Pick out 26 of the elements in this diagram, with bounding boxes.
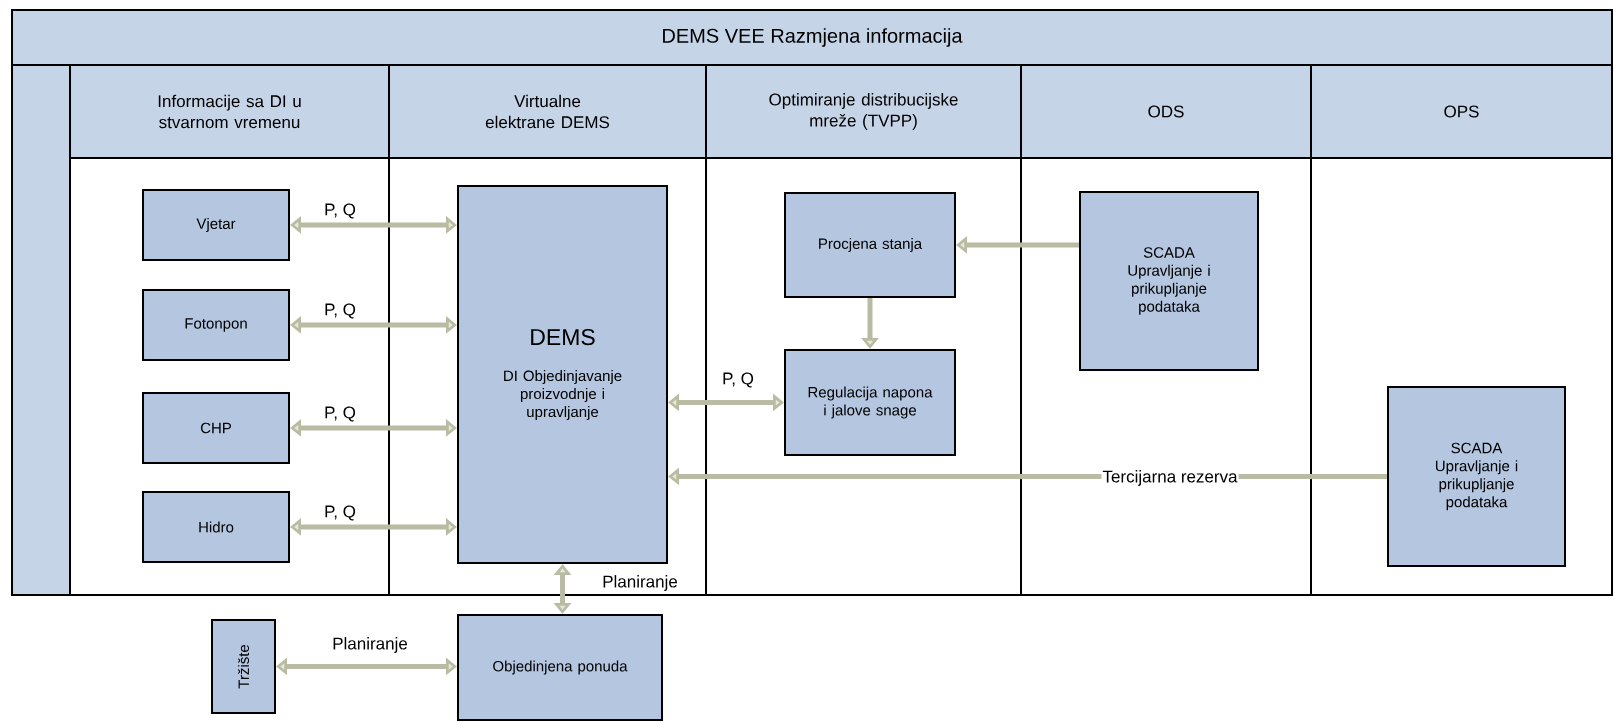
process-box: Regulacija napona i jalove snage — [784, 349, 956, 456]
edge-label: P, Q — [323, 504, 357, 522]
process-box: Tržište — [211, 619, 276, 714]
edge-label: P, Q — [323, 302, 357, 320]
process-box: Vjetar — [142, 189, 290, 261]
edge-label: Tercijarna rezerva — [1101, 469, 1239, 487]
arrow — [276, 657, 457, 676]
process-box: Hidro — [142, 491, 290, 563]
edge-label: Planiranje — [601, 574, 679, 592]
process-box: SCADA Upravljanje i prikupljanje podataka — [1387, 386, 1566, 567]
arrow — [290, 419, 457, 437]
edge-label: Planiranje — [331, 636, 409, 654]
process-box: Objedinjena ponuda — [457, 614, 663, 721]
process-box: Procjena stanja — [784, 192, 956, 298]
edge-label: P, Q — [323, 202, 357, 220]
arrow — [668, 393, 784, 412]
edge-label: P, Q — [721, 371, 755, 389]
arrow — [290, 216, 457, 234]
process-box: DEMS DI Objedinjavanje proizvodnje i upravljanje — [457, 185, 668, 564]
arrow — [290, 518, 457, 536]
process-box: CHP — [142, 392, 290, 464]
arrow — [290, 316, 457, 334]
edge-label: P, Q — [323, 405, 357, 423]
process-box: SCADA Upravljanje i prikupljanje podataka — [1079, 191, 1259, 371]
process-box: Fotonpon — [142, 289, 290, 361]
arrow — [553, 564, 572, 614]
